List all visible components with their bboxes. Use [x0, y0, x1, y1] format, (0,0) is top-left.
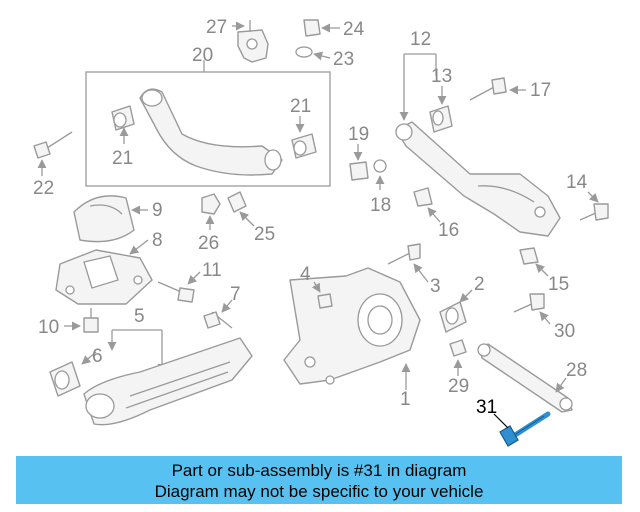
- callout-5: 5: [134, 306, 145, 327]
- nut-24: [303, 19, 321, 37]
- bolt-31-highlighted: [499, 411, 551, 447]
- washer-18: [373, 159, 387, 173]
- nut-4: [317, 293, 333, 309]
- callout-9: 9: [152, 200, 163, 221]
- banner-line-1: Part or sub-assembly is #31 in diagram: [171, 461, 467, 480]
- bushing-13: [429, 105, 453, 133]
- cover-9: [73, 195, 135, 243]
- bushing-21-left: [111, 105, 135, 131]
- callout-31: 31: [476, 397, 497, 418]
- callout-13: 13: [431, 66, 452, 87]
- bolt-11: [157, 281, 195, 303]
- callout-24: 24: [343, 19, 365, 40]
- parts-diagram: 27 24 23 20 12 13 17 21 21 19 22 18 16 1…: [33, 17, 609, 447]
- callout-26: 26: [198, 233, 219, 254]
- bolt-3: [387, 243, 421, 265]
- callout-3: 3: [430, 276, 441, 297]
- callout-14: 14: [566, 172, 588, 193]
- callout-23: 23: [333, 49, 354, 70]
- callout-22: 22: [33, 178, 54, 199]
- callout-8: 8: [152, 230, 163, 251]
- lower-arm-5: [83, 337, 253, 426]
- bolt-30: [513, 293, 545, 313]
- callout-15: 15: [548, 274, 569, 295]
- callout-19: 19: [348, 124, 369, 145]
- upper-arm-20: [139, 88, 283, 176]
- callout-25: 25: [254, 224, 275, 245]
- knuckle-1: [283, 267, 421, 385]
- callout-30: 30: [554, 321, 575, 342]
- link-28: [477, 343, 573, 413]
- callout-4: 4: [300, 264, 311, 285]
- callout-11: 11: [202, 260, 222, 281]
- callout-17: 17: [530, 80, 551, 101]
- bolt-14: [579, 203, 609, 221]
- clip-25: [227, 191, 247, 213]
- info-banner: Part or sub-assembly is #31 in diagram D…: [16, 456, 622, 504]
- callout-28: 28: [566, 360, 587, 381]
- washer-23: [295, 46, 313, 58]
- callout-18: 18: [370, 195, 391, 216]
- callout-2: 2: [474, 274, 485, 295]
- callout-27: 27: [206, 17, 227, 38]
- bushing-6: [49, 361, 81, 397]
- bushing-2: [439, 301, 467, 333]
- callout-21-left: 21: [112, 148, 133, 169]
- callout-10: 10: [38, 317, 59, 338]
- callout-29: 29: [448, 376, 469, 397]
- control-arm-12: [395, 121, 561, 237]
- callout-1: 1: [400, 389, 411, 410]
- callout-6: 6: [92, 346, 103, 367]
- banner-line-2: Diagram may not be specific to your vehi…: [154, 482, 484, 501]
- bolt-7: [203, 311, 233, 329]
- nut-16: [413, 187, 433, 207]
- callout-16: 16: [438, 220, 459, 241]
- callout-20: 20: [192, 45, 213, 66]
- callout-7: 7: [230, 284, 241, 305]
- callout-21-right: 21: [290, 96, 311, 117]
- bushing-21-right: [291, 133, 317, 159]
- bolt-22: [33, 131, 73, 159]
- callout-12: 12: [410, 29, 431, 50]
- mount-8: [55, 249, 153, 305]
- bracket-27: [237, 20, 269, 63]
- nut-15: [519, 247, 539, 265]
- nut-19: [349, 161, 369, 181]
- nut-29: [449, 339, 467, 357]
- nut-26: [201, 193, 221, 215]
- bolt-17: [469, 77, 507, 101]
- bolt-10: [83, 308, 99, 333]
